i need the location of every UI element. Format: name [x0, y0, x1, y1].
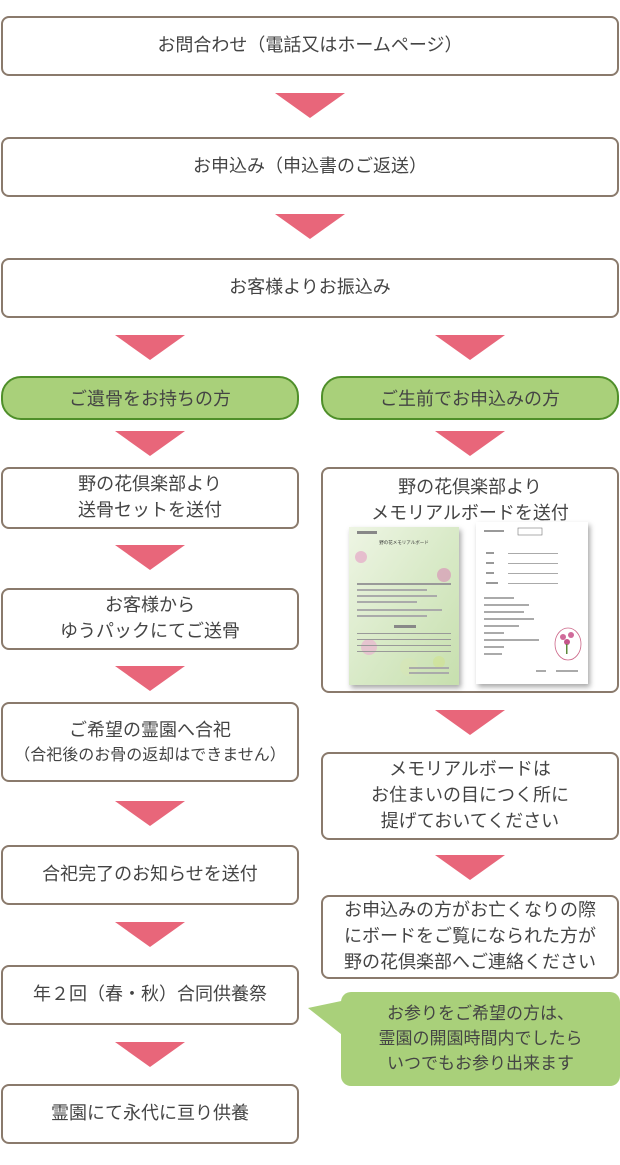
left-header-text: ご遺骨をお持ちの方 — [69, 389, 231, 410]
memorial-board-back-image — [476, 522, 588, 684]
left-step-send-kit: 野の花倶楽部より 送骨セットを送付 — [1, 467, 299, 529]
memorial-board-front-image: 野の花メモリアルボード — [349, 527, 459, 685]
left-step-completion-notice: 合祀完了のお知らせを送付 — [1, 845, 299, 905]
arrow-down-left — [115, 1042, 185, 1067]
memorial-board-back-graphic — [476, 522, 588, 684]
arrow-down-left — [115, 431, 185, 456]
left-step-send-kit-line1: 野の花倶楽部より — [78, 474, 222, 495]
step-contact: お問合わせ（電話又はホームページ） — [1, 16, 619, 76]
arrow-down-left — [115, 666, 185, 691]
left-step-ship-remains: お客様から ゆうパックにてご送骨 — [1, 588, 299, 650]
left-step-joint-burial-note: （合祀後のお骨の返却はできません） — [14, 745, 286, 764]
left-step-ship-remains-line2: ゆうパックにてご送骨 — [60, 621, 240, 642]
left-step-memorial-service-text: 年２回（春・秋）合同供養祭 — [33, 984, 267, 1005]
right-step-hang-board-line2: お住まいの目につく所に — [371, 785, 569, 806]
right-step-contact-on-death-line1: お申込みの方がお亡くなりの際 — [344, 900, 596, 921]
right-step-hang-board-line1: メモリアルボードは — [389, 759, 551, 780]
visit-info-note: お参りをご希望の方は、 霊園の開園時間内でしたら いつでもお参り出来ます — [341, 992, 620, 1086]
arrow-down-left — [115, 335, 185, 360]
step-apply: お申込み（申込書のご返送） — [1, 137, 619, 197]
arrow-down-right — [435, 710, 505, 735]
visit-info-note-line3: いつでもお参り出来ます — [387, 1053, 574, 1074]
arrow-down-left — [115, 801, 185, 826]
arrow-down — [275, 93, 345, 118]
left-step-joint-burial: ご希望の霊園へ合祀 （合祀後のお骨の返却はできません） — [1, 702, 299, 782]
left-step-joint-burial-main: ご希望の霊園へ合祀 — [69, 720, 231, 741]
arrow-down-right — [435, 431, 505, 456]
arrow-down-right — [435, 335, 505, 360]
right-step-send-board-line2: メモリアルボードを送付 — [371, 503, 569, 524]
right-step-send-board-line1: 野の花倶楽部より — [398, 477, 542, 498]
right-step-hang-board: メモリアルボードは お住まいの目につく所に 提げておいてください — [321, 752, 619, 840]
arrow-down — [275, 214, 345, 239]
step-apply-text: お申込み（申込書のご返送） — [193, 156, 427, 177]
left-header: ご遺骨をお持ちの方 — [1, 376, 299, 420]
arrow-down-left — [115, 922, 185, 947]
visit-info-note-text: お参りをご希望の方は、 霊園の開園時間内でしたら いつでもお参り出来ます — [379, 1002, 583, 1077]
visit-info-note-line1: お参りをご希望の方は、 — [387, 1003, 574, 1024]
left-step-ship-remains-line1: お客様から — [105, 595, 195, 616]
left-step-perpetual-memorial: 霊園にて永代に亘り供養 — [1, 1084, 299, 1144]
left-step-completion-notice-text: 合祀完了のお知らせを送付 — [42, 864, 258, 885]
arrow-down-right — [435, 855, 505, 880]
memorial-board-title: 野の花メモリアルボード — [379, 539, 428, 546]
left-step-send-kit-line2: 送骨セットを送付 — [78, 500, 222, 521]
right-step-contact-on-death: お申込みの方がお亡くなりの際 にボードをご覧になられた方が 野の花倶楽部へご連絡… — [321, 895, 619, 979]
note-pointer — [308, 1000, 346, 1038]
step-payment: お客様よりお振込み — [1, 258, 619, 318]
right-step-hang-board-line3: 提げておいてください — [380, 811, 560, 832]
step-contact-text: お問合わせ（電話又はホームページ） — [157, 35, 463, 56]
right-header: ご生前でお申込みの方 — [321, 376, 619, 420]
right-step-contact-on-death-line3: 野の花倶楽部へご連絡ください — [344, 952, 596, 973]
left-step-perpetual-memorial-text: 霊園にて永代に亘り供養 — [51, 1103, 249, 1124]
arrow-down-left — [115, 545, 185, 570]
visit-info-note-line2: 霊園の開園時間内でしたら — [378, 1028, 583, 1049]
right-step-contact-on-death-line2: にボードをご覧になられた方が — [344, 926, 596, 947]
step-payment-text: お客様よりお振込み — [229, 277, 391, 298]
left-step-memorial-service: 年２回（春・秋）合同供養祭 — [1, 965, 299, 1025]
right-header-text: ご生前でお申込みの方 — [380, 389, 560, 410]
memorial-board-front-graphic: 野の花メモリアルボード — [349, 527, 459, 685]
